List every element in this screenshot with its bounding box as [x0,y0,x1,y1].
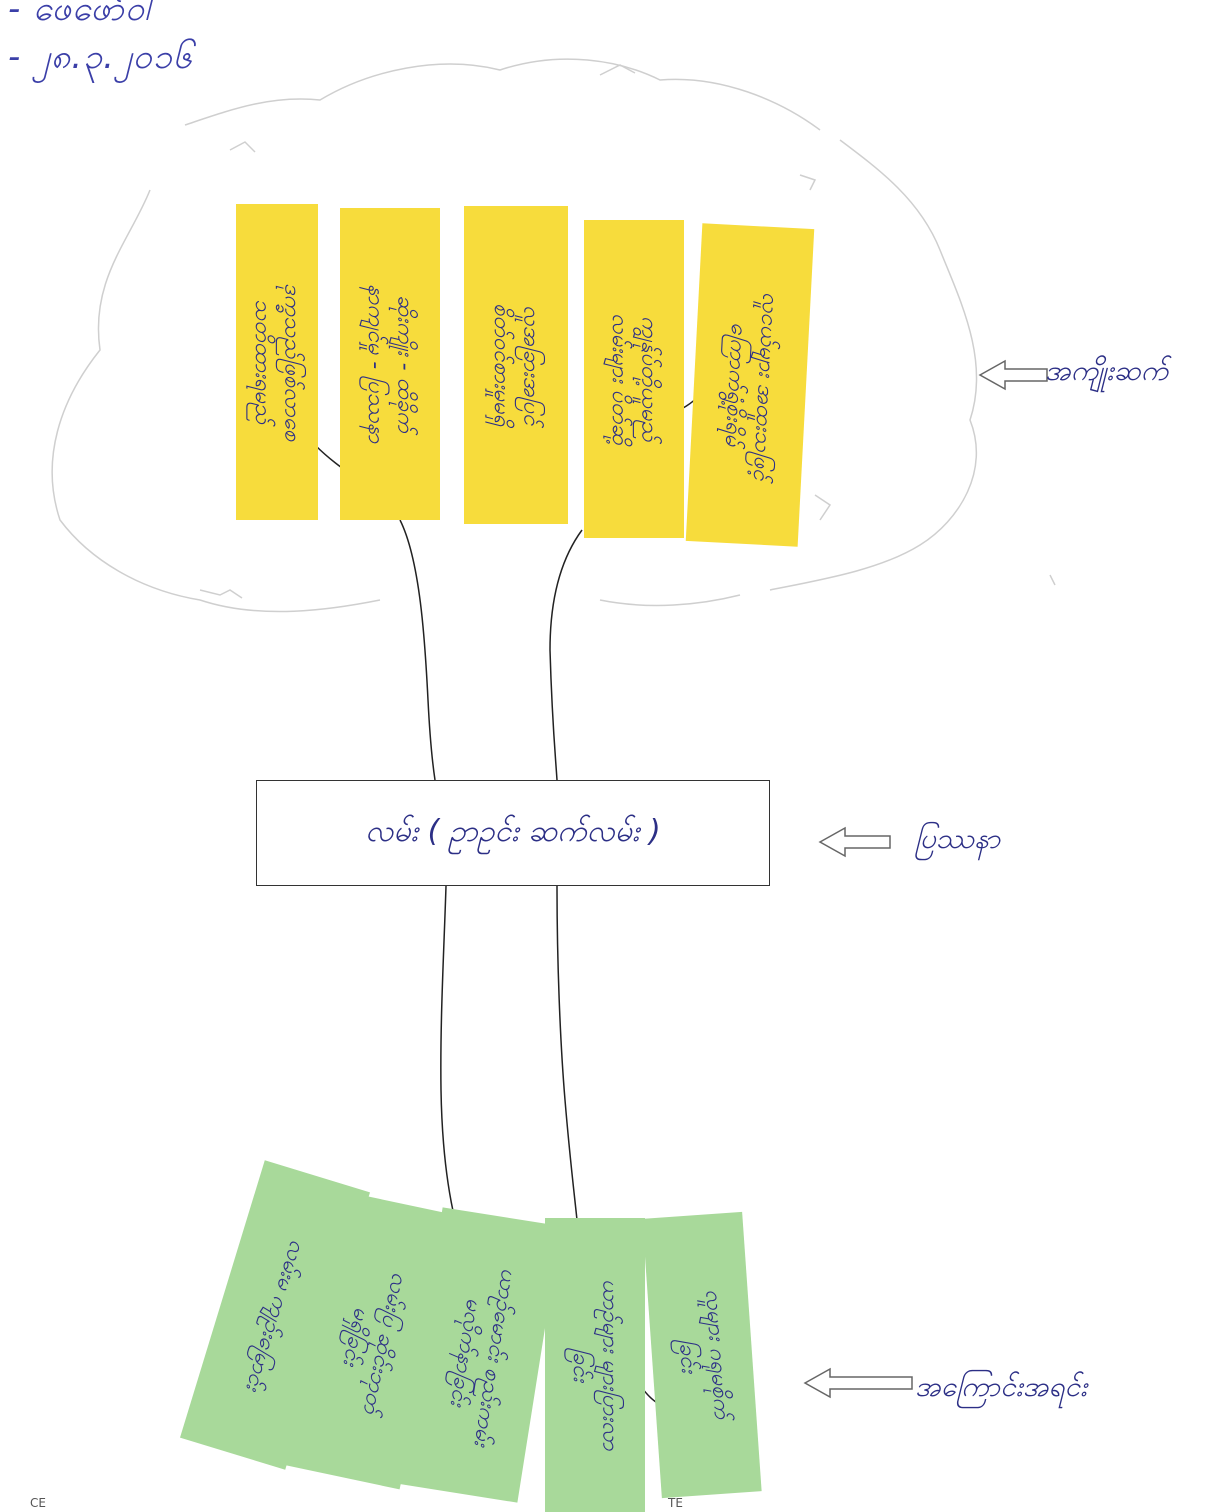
cause-note-1-text: လမ်းမ ကျဉ်းမြောင်း [240,1236,311,1394]
effect-note-4: ကျွန်ုပ်တို့ယူမည် လမ်းများ ပိတ်ဆို့ [584,220,684,538]
effect-note-2-text: ဆိုးကျိုး - ထိခိုက် နာကျင်မှု - ပြဿနာ [363,284,418,444]
problem-box: လမ်း ( ဥာဥင်း ဆက်လမ်း ) [256,780,770,886]
label-causes: အကြောင်းအရင်း [915,1370,1088,1403]
arrow-left-icon [803,1367,913,1399]
footer-right-mark: TE [668,1496,683,1510]
footer-left-mark: CE [30,1496,46,1510]
effect-note-2: ဆိုးကျိုး - ထိခိုက် နာကျင်မှု - ပြဿနာ [340,208,440,520]
effect-note-4-text: ကျွန်ုပ်တို့ယူမည် လမ်းများ ပိတ်ဆို့ [607,313,662,445]
cause-note-2-text: လမ်းပြ ဆိုင်းဘုတ် မရှိခြင်း [337,1270,413,1417]
problem-text: လမ်း ( ဥာဥင်း ဆက်လမ်း ) [365,813,661,849]
label-effects: အကျိုးဆက် [1045,354,1169,387]
effect-note-1-text: ဒုက္ခသည်ဖြစ်လာစေ သတိထားရမည် [250,282,305,442]
cause-note-5-text: လူများ ဂရုမစိုက် ခြင်း [673,1288,735,1420]
arrow-left-icon [978,359,1048,391]
effect-note-5-text: လူငယ်များ အထူးသဖြင့် ကြောက်ရွံ့စိုးရိမ် [719,290,783,481]
cause-note-3-text: ယာဉ်မောင်း စည်းကမ်း မလိုက်နာခြင်း [444,1266,522,1449]
label-problem: ပြဿနာ [915,822,1001,855]
cause-note-4: ယာဉ်များ များပြားလာ ခြင်း [545,1218,645,1512]
effect-note-5: လူငယ်များ အထူးသဖြင့် ကြောက်ရွံ့စိုးရိမ် [685,223,815,547]
effect-note-3-text: လူအခြားအပြင် စိတ်ဝင်စားမှုမရှိ [489,303,544,427]
cause-note-4-text: ယာဉ်များ များပြားလာ ခြင်း [568,1279,623,1451]
cause-note-5: လူများ ဂရုမစိုက် ခြင်း [642,1211,762,1499]
effect-note-1: ဒုက္ခသည်ဖြစ်လာစေ သတိထားရမည် [236,204,318,520]
arrow-left-icon [818,826,891,858]
tree-canopy-outline [51,58,1056,613]
header-title: - ဖေဖော်ဝါ [8,0,151,29]
effect-note-3: လူအခြားအပြင် စိတ်ဝင်စားမှုမရှိ [464,206,568,524]
header-date: - ၂၈.၃.၂၀၁၆ [8,37,194,77]
